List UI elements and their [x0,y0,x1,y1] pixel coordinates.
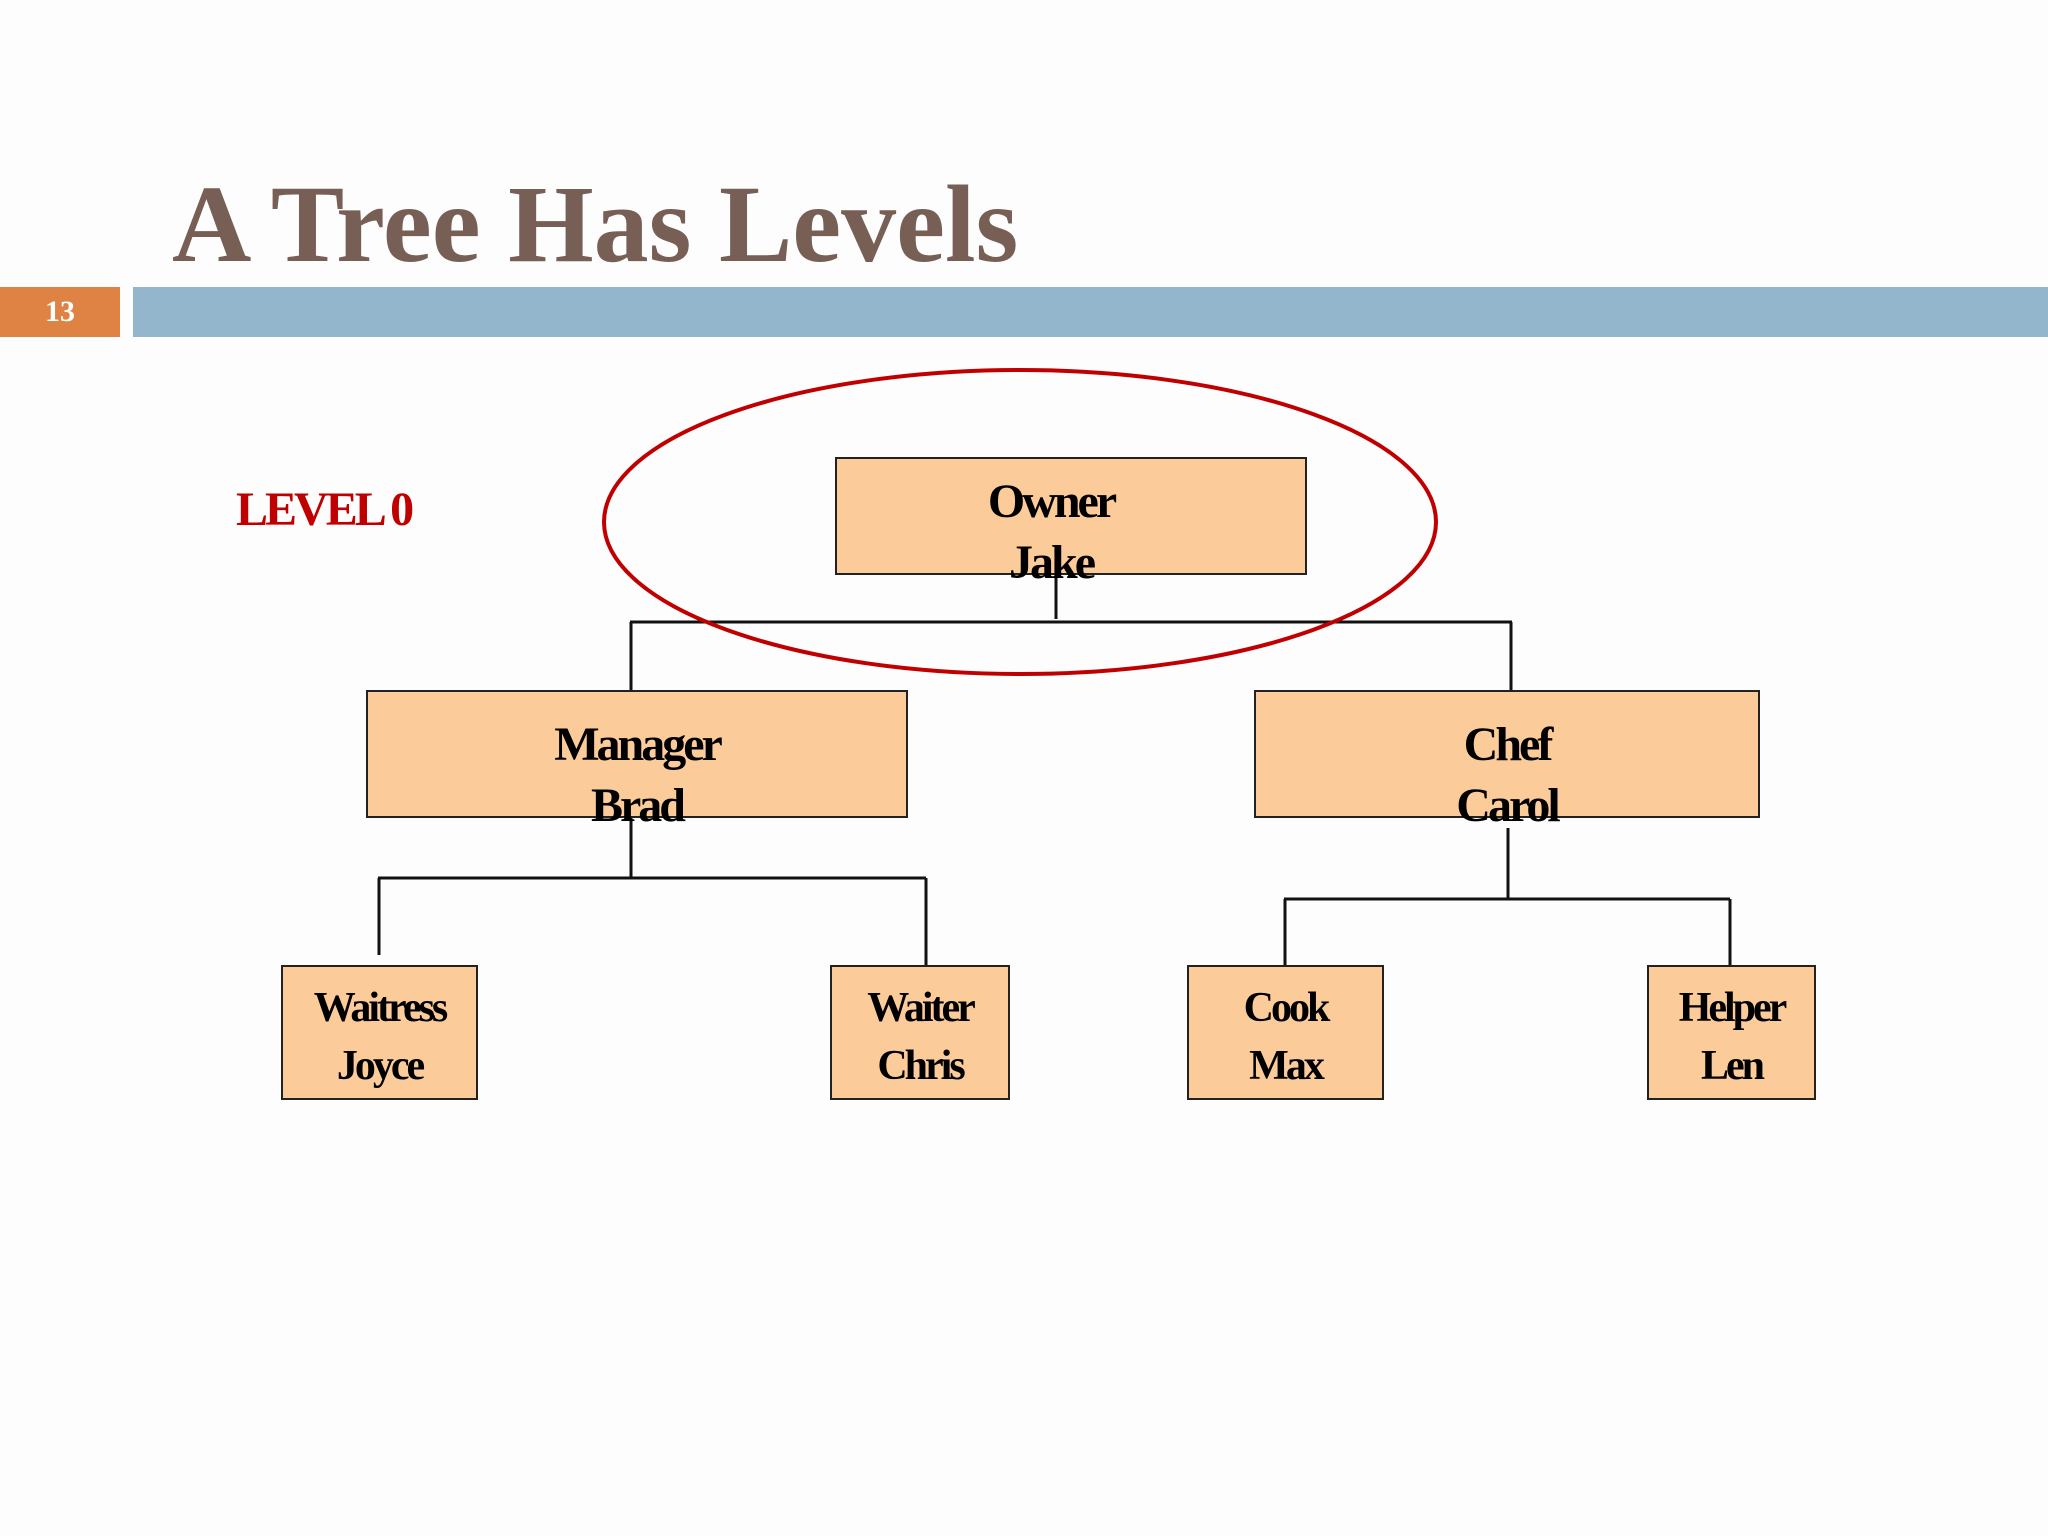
node-role: Manager [554,718,723,771]
node-manager: Manager Brad [366,690,908,832]
slide-title: A Tree Has Levels [172,163,1019,285]
node-name: Brad [590,779,686,832]
level-label: LEVEL 0 [236,483,414,536]
node-name: Carol [1456,779,1560,832]
node-helper: Helper Len [1647,965,1816,1100]
node-name: Max [1249,1043,1325,1089]
node-role: Waiter [867,985,976,1031]
node-chef: Chef Carol [1254,690,1760,832]
node-waiter: Waiter Chris [830,965,1010,1100]
node-name: Chris [877,1043,965,1089]
node-name: Len [1700,1043,1765,1089]
node-role: Owner [987,475,1117,528]
node-role: Helper [1678,985,1788,1031]
node-waitress: Waitress Joyce [281,965,478,1100]
node-name: Joyce [336,1043,425,1089]
slide-number-badge: 13 [0,287,120,337]
node-role: Chef [1463,718,1554,771]
node-role: Waitress [313,985,449,1031]
node-name: Jake [1009,536,1096,589]
node-role: Cook [1243,985,1331,1031]
title-bar [133,287,2048,337]
node-cook: Cook Max [1187,965,1384,1100]
slide-number: 13 [45,295,75,328]
node-owner: Owner Jake [835,457,1307,589]
